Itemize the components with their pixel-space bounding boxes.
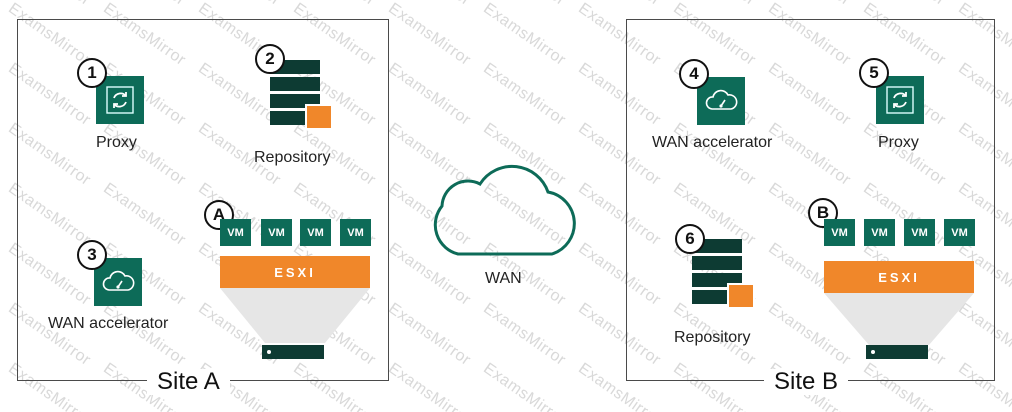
cloud-icon (433, 164, 576, 256)
sync-icon (886, 86, 914, 114)
proxy-label-a: Proxy (96, 134, 137, 151)
wan-label: WAN (485, 270, 522, 287)
esxi-hypervisor-b[interactable]: ESXI (824, 261, 974, 293)
site-a-label: Site A (147, 369, 230, 395)
vm-a-1[interactable]: VM (220, 219, 251, 246)
badge-2: 2 (255, 44, 285, 74)
wan-accelerator-node-b[interactable] (697, 77, 745, 125)
repository-icon (270, 60, 333, 130)
repository-label-a: Repository (254, 149, 331, 166)
watermark-text: ExamsMirror (765, 0, 854, 10)
watermark-text: ExamsMirror (385, 0, 474, 10)
watermark-text: ExamsMirror (290, 0, 379, 10)
watermark-text: ExamsMirror (670, 0, 759, 10)
watermark-text: ExamsMirror (480, 0, 569, 10)
watermark-text: ExamsMirror (195, 0, 284, 10)
badge-6: 6 (675, 224, 705, 254)
wan-accelerator-label-a: WAN accelerator (48, 315, 169, 332)
vm-b-2[interactable]: VM (864, 219, 895, 246)
host-beam-a (220, 288, 370, 343)
physical-host-b[interactable] (866, 345, 928, 359)
repository-icon (692, 239, 755, 309)
vm-b-3[interactable]: VM (904, 219, 935, 246)
vm-a-2[interactable]: VM (261, 219, 292, 246)
repository-label-b: Repository (674, 329, 751, 346)
vm-a-3[interactable]: VM (300, 219, 331, 246)
sync-icon (106, 86, 134, 114)
vm-b-1[interactable]: VM (824, 219, 855, 246)
badge-3: 3 (77, 240, 107, 270)
vm-a-4[interactable]: VM (340, 219, 371, 246)
cloud-gauge-icon (102, 270, 135, 291)
physical-host-a[interactable] (262, 345, 324, 359)
watermark-text: ExamsMirror (480, 300, 569, 370)
cloud-gauge-icon (705, 89, 738, 110)
repository-node-a[interactable] (268, 59, 338, 135)
watermark-text: ExamsMirror (480, 0, 569, 70)
badge-1: 1 (77, 58, 107, 88)
vm-b-4[interactable]: VM (944, 219, 975, 246)
watermark-text: ExamsMirror (955, 0, 1012, 10)
watermark-text: ExamsMirror (385, 0, 474, 70)
esxi-hypervisor-a[interactable]: ESXI (220, 256, 370, 288)
host-badge-b: B (808, 198, 838, 228)
host-beam-b (824, 293, 974, 345)
watermark-text: ExamsMirror (480, 60, 569, 130)
watermark-text: ExamsMirror (480, 360, 569, 412)
repository-node-b[interactable] (690, 238, 760, 314)
wan-accelerator-label-b: WAN accelerator (652, 134, 773, 151)
badge-4: 4 (679, 59, 709, 89)
proxy-label-b: Proxy (878, 134, 919, 151)
watermark-text: ExamsMirror (100, 0, 189, 10)
watermark-text: ExamsMirror (385, 300, 474, 370)
watermark-text: ExamsMirror (860, 0, 949, 10)
badge-5: 5 (859, 58, 889, 88)
watermark-text: ExamsMirror (5, 0, 94, 10)
watermark-text: ExamsMirror (385, 360, 474, 412)
watermark-text: ExamsMirror (575, 0, 664, 10)
site-b-label: Site B (764, 369, 849, 395)
proxy-node-a[interactable] (96, 76, 144, 124)
watermark-text: ExamsMirror (385, 60, 474, 130)
